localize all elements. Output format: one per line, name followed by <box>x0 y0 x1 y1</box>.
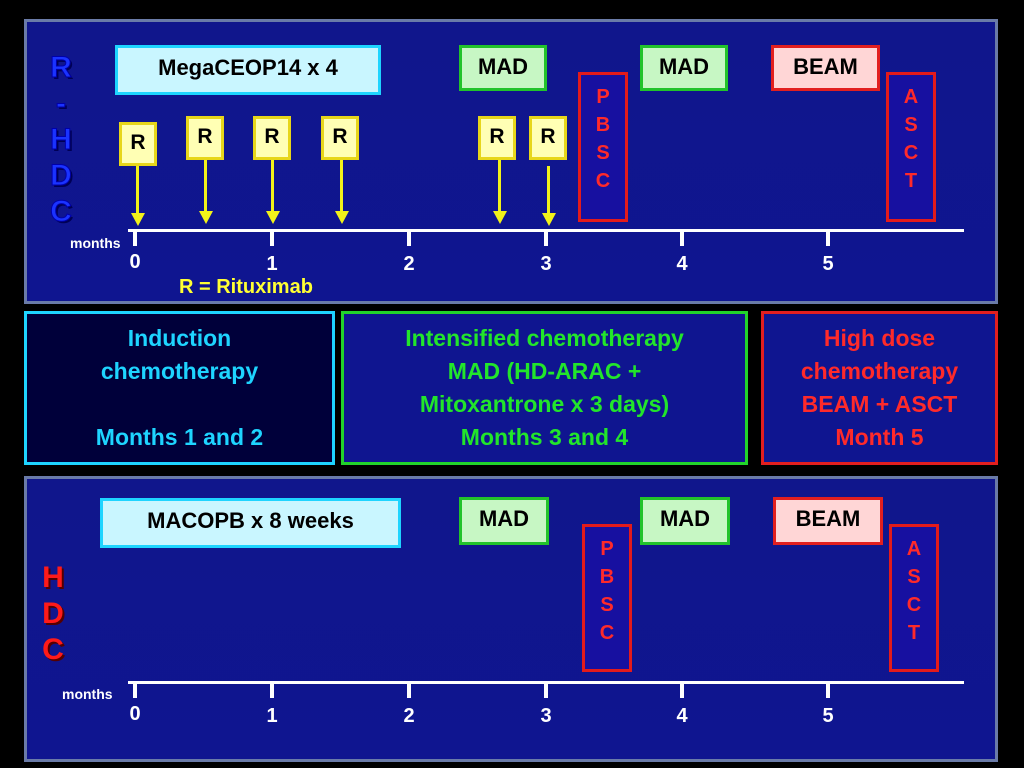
beam-label: BEAM <box>793 54 858 79</box>
asct-box: A S C T <box>886 72 936 222</box>
axis-tick-label: 0 <box>129 251 141 273</box>
mad-box-2: MAD <box>640 497 730 545</box>
rhdc-title: R - H D C <box>50 51 73 229</box>
mad-box-1: MAD <box>459 45 547 91</box>
axis-tick-label: 1 <box>266 705 278 727</box>
rituximab-marker: R <box>529 116 567 160</box>
highdose-description: High dose chemotherapy BEAM + ASCT Month… <box>761 311 998 465</box>
rituximab-marker: R <box>186 116 224 160</box>
induction-description: Induction chemotherapy Months 1 and 2 <box>24 311 335 465</box>
axis-tick <box>407 684 411 698</box>
mad-label: MAD <box>659 506 711 531</box>
pbsc-box: P B S C <box>582 524 632 672</box>
rituximab-arrow <box>271 160 274 212</box>
arrow-head-icon <box>493 211 507 224</box>
mad-box-2: MAD <box>640 45 728 91</box>
rituximab-marker: R <box>478 116 516 160</box>
arrow-head-icon <box>335 211 349 224</box>
axis-unit-label: months <box>70 235 121 251</box>
mad-label: MAD <box>658 54 710 79</box>
beam-box: BEAM <box>771 45 880 91</box>
rituximab-arrow <box>204 160 207 212</box>
axis-tick-label: 2 <box>403 253 415 275</box>
asct-box: A S C T <box>889 524 939 672</box>
hdc-title: H D C <box>42 561 64 666</box>
mad-label: MAD <box>478 506 530 531</box>
mad-box-1: MAD <box>459 497 549 545</box>
rituximab-arrow <box>136 166 139 214</box>
mad-label: MAD <box>477 54 529 79</box>
axis-tick-label: 4 <box>676 705 688 727</box>
timeline-axis <box>128 681 964 684</box>
arrow-head-icon <box>199 211 213 224</box>
axis-tick <box>544 684 548 698</box>
axis-tick-label: 1 <box>266 253 278 275</box>
arrow-head-icon <box>542 213 556 226</box>
axis-tick <box>407 232 411 246</box>
axis-tick <box>133 684 137 698</box>
axis-tick-label: 3 <box>540 705 552 727</box>
rituximab-arrow <box>547 166 550 214</box>
axis-tick <box>270 232 274 246</box>
regimen-label: MACOPB x 8 weeks <box>147 508 354 533</box>
axis-tick <box>133 232 137 246</box>
rituximab-marker: R <box>253 116 291 160</box>
axis-unit-label: months <box>62 686 113 702</box>
rituximab-arrow <box>340 160 343 212</box>
axis-tick-label: 2 <box>403 705 415 727</box>
axis-tick <box>270 684 274 698</box>
arrow-head-icon <box>131 213 145 226</box>
beam-label: BEAM <box>795 506 861 531</box>
timeline-axis <box>128 229 964 232</box>
rituximab-legend: R = Rituximab <box>179 276 313 298</box>
rituximab-marker: R <box>119 122 157 166</box>
regimen-label: MegaCEOP14 x 4 <box>158 55 338 80</box>
beam-box: BEAM <box>773 497 883 545</box>
axis-tick <box>826 232 830 246</box>
pbsc-box: P B S C <box>578 72 628 222</box>
axis-tick-label: 3 <box>540 253 552 275</box>
axis-tick-label: 0 <box>129 703 141 725</box>
intensified-description: Intensified chemotherapy MAD (HD-ARAC + … <box>341 311 748 465</box>
rituximab-marker: R <box>321 116 359 160</box>
axis-tick <box>826 684 830 698</box>
megaceop-regimen-box: MegaCEOP14 x 4 <box>115 45 381 95</box>
axis-tick <box>680 684 684 698</box>
arrow-head-icon <box>266 211 280 224</box>
macopb-regimen-box: MACOPB x 8 weeks <box>100 498 401 548</box>
axis-tick <box>544 232 548 246</box>
axis-tick-label: 5 <box>822 705 834 727</box>
rituximab-arrow <box>498 160 501 212</box>
axis-tick <box>680 232 684 246</box>
axis-tick-label: 4 <box>676 253 688 275</box>
axis-tick-label: 5 <box>822 253 834 275</box>
